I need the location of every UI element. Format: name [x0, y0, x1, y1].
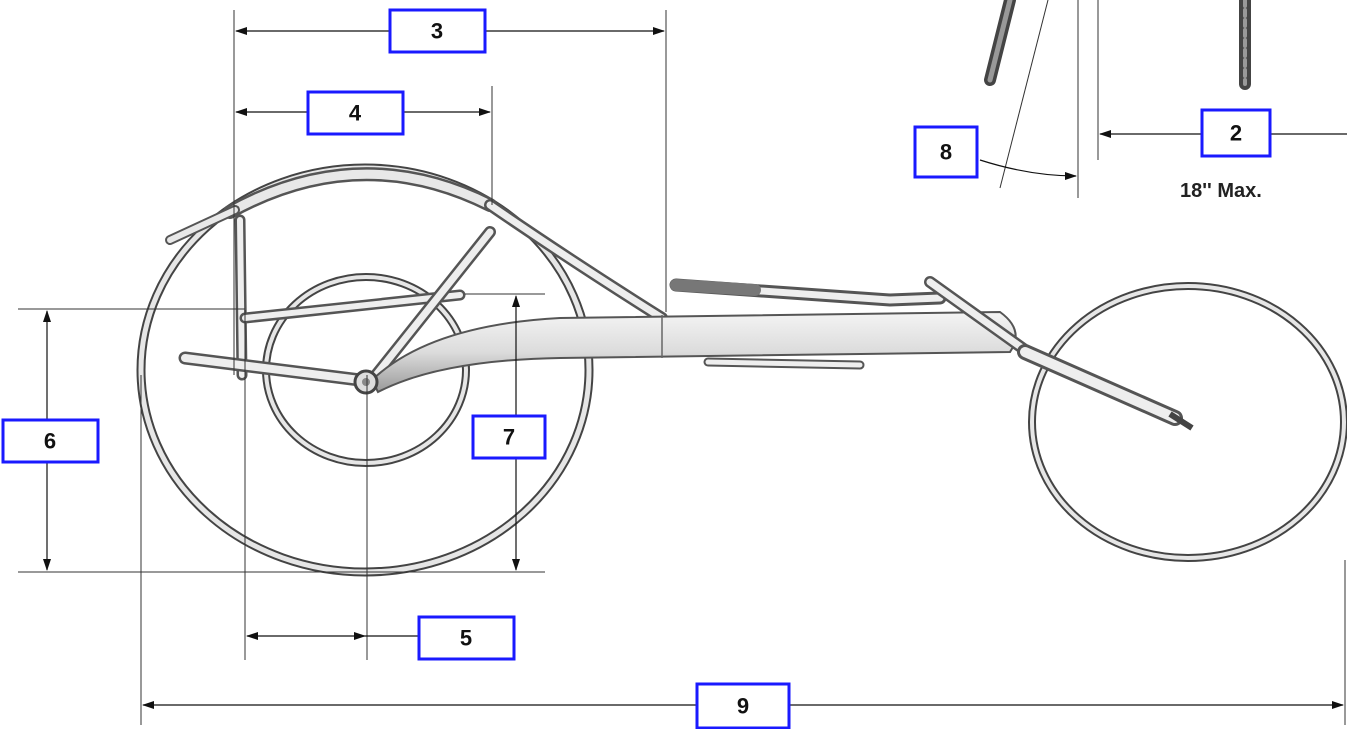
svg-text:8: 8 — [940, 140, 952, 165]
dimension-label-8: 8 — [913, 125, 979, 179]
dimension-label-9: 9 — [695, 682, 791, 729]
dimension-label-7: 7 — [471, 414, 547, 460]
dimension-label-4: 4 — [306, 90, 405, 136]
svg-text:2: 2 — [1230, 121, 1242, 146]
dimension-label-6: 6 — [1, 418, 100, 464]
max-width-note: 18'' Max. — [1180, 180, 1262, 202]
svg-text:7: 7 — [503, 425, 515, 450]
dimension-label-3: 3 — [388, 8, 487, 54]
dimension-label-2: 2 — [1200, 108, 1272, 158]
wheelchair-frame — [136, 0, 1347, 577]
svg-text:6: 6 — [44, 429, 56, 454]
svg-text:9: 9 — [737, 694, 749, 719]
dimension-label-5: 5 — [417, 615, 516, 661]
svg-text:3: 3 — [431, 19, 443, 44]
svg-text:4: 4 — [349, 101, 362, 126]
svg-text:5: 5 — [460, 626, 472, 651]
main-frame-tube — [370, 310, 1017, 394]
